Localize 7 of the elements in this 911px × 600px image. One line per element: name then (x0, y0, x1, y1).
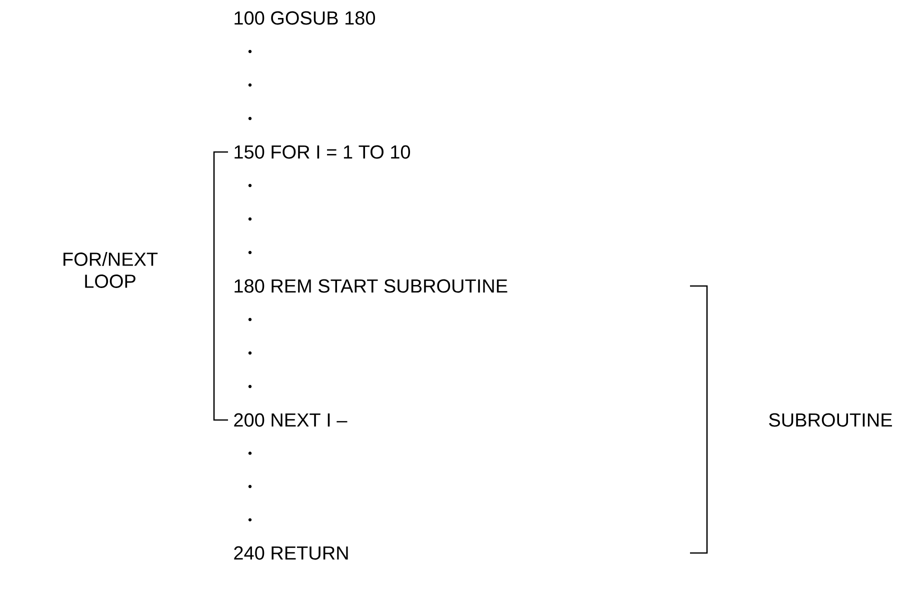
code-line: 180 REM START SUBROUTINE (234, 279, 508, 293)
code-line: 100 GOSUB 180 (234, 11, 376, 25)
code-line: 150 FOR I = 1 TO 10 (234, 145, 410, 159)
code-line: SUBROUTINE (769, 413, 892, 427)
code-line: FOR/NEXT LOOP (64, 252, 158, 288)
code-line: 200 NEXT I – (234, 413, 348, 427)
code-line: 240 RETURN (234, 546, 348, 560)
